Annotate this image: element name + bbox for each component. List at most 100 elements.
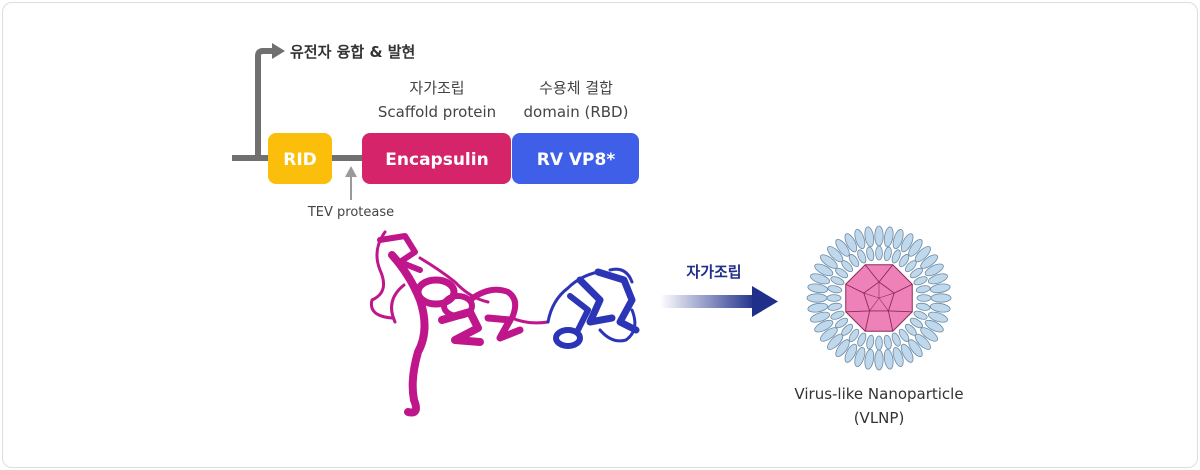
shell-outer-subunit xyxy=(819,327,838,342)
core-facet-edge xyxy=(888,310,913,313)
shell-inner-subunit xyxy=(898,328,910,342)
shell-inner-subunit xyxy=(826,294,842,302)
shell-outer-subunit xyxy=(819,254,838,269)
shell-inner-subunit xyxy=(909,267,923,279)
shell-inner-subunit xyxy=(830,310,845,320)
shell-outer-subunit xyxy=(807,283,829,294)
vp8-structure xyxy=(546,267,640,349)
shell-outer-subunit xyxy=(854,229,866,250)
shell-outer-subunit xyxy=(927,311,948,323)
core-facet-spoke xyxy=(878,292,895,299)
shell-outer-subunit xyxy=(835,339,850,358)
shell-outer-subunit xyxy=(854,346,866,367)
shell-inner-subunit xyxy=(898,254,910,268)
shell-outer-subunit xyxy=(810,273,831,285)
shell-inner-subunit xyxy=(827,302,843,311)
shell-inner-subunit xyxy=(904,260,917,273)
shell-outer-subunit xyxy=(807,302,829,313)
shell-inner-subunit xyxy=(891,249,901,264)
shell-outer-subunit xyxy=(844,233,858,253)
shell-outer-subunit xyxy=(900,233,914,253)
core-facet-spoke xyxy=(863,292,880,299)
shell-inner-subunit xyxy=(883,246,892,262)
protease-label: TEV protease xyxy=(307,205,394,220)
shell-inner-subunit xyxy=(875,335,883,351)
shell-inner-subunit xyxy=(904,323,917,336)
core-facet-edge xyxy=(878,264,894,283)
shell-outer-subunit xyxy=(900,343,914,363)
promoter-arrowhead xyxy=(272,43,285,59)
shell-outer-subunit xyxy=(844,343,858,363)
shell-outer-subunit xyxy=(892,346,904,367)
core-facet-edge xyxy=(845,283,864,294)
particle-label-line2: (VLNP) xyxy=(854,409,905,427)
segment-encapsulin xyxy=(362,133,511,184)
shell-inner-subunit xyxy=(857,249,867,264)
core-facet xyxy=(863,281,895,312)
core-facet-edge xyxy=(864,264,880,283)
shell-outer-subunit xyxy=(814,263,834,277)
shell-outer-subunit xyxy=(924,263,944,277)
assembly-label: 자가조립 xyxy=(686,263,741,281)
scaffold-label-line1: 자가조립 xyxy=(409,79,464,97)
shell-inner-subunit xyxy=(909,317,923,329)
shell-inner-subunit xyxy=(916,294,932,302)
segment-encapsulin-label: Encapsulin xyxy=(385,150,488,170)
shell-outer-subunit xyxy=(920,254,939,269)
shell-inner-subunit xyxy=(841,323,854,336)
shell-inner-subunit xyxy=(830,276,845,286)
shell-inner-subunit xyxy=(835,267,849,279)
shell-outer-subunit xyxy=(908,238,923,257)
shell-outer-subunit xyxy=(835,238,850,257)
shell-inner-subunit xyxy=(915,285,931,294)
shell-inner-subunit xyxy=(857,332,867,347)
shell-outer-subunit xyxy=(929,302,951,313)
shell-outer-subunit xyxy=(929,283,951,294)
shell-inner-subunit xyxy=(848,328,860,342)
scaffold-label-line2: Scaffold protein xyxy=(378,103,496,121)
shell-inner-subunit xyxy=(866,246,875,262)
segment-rv-vp8-label: RV VP8* xyxy=(537,150,616,170)
shell-inner-subunit xyxy=(883,334,892,350)
shell-inner-subunit xyxy=(835,317,849,329)
shell-inner-subunit xyxy=(848,254,860,268)
shell-outer-subunit xyxy=(883,348,894,370)
shell-outer-subunit xyxy=(920,327,939,342)
assembly-arrowhead xyxy=(752,286,778,317)
core-facet-edge xyxy=(845,310,870,313)
segment-rid-label: RID xyxy=(283,150,317,170)
shell-outer-subunit xyxy=(810,311,831,323)
shell-inner-subunit xyxy=(915,302,931,311)
shell-inner-subunit xyxy=(827,285,843,294)
nanoparticle xyxy=(806,225,952,371)
shell-outer-subunit xyxy=(883,226,894,248)
shell-inner-subunit xyxy=(913,310,928,320)
shell-outer-subunit xyxy=(930,293,952,303)
encapsulin-structure xyxy=(369,230,550,417)
shell-outer-subunit xyxy=(864,348,875,370)
shell-inner-subunit xyxy=(841,260,854,273)
shell-outer-subunit xyxy=(927,273,948,285)
shell-outer-subunit xyxy=(874,349,884,371)
assembly-arrow-shaft xyxy=(660,295,756,308)
core-facet-edge xyxy=(894,283,913,294)
core-facet-spoke xyxy=(878,297,889,312)
rbd-label-line1: 수용체 결합 xyxy=(539,79,613,97)
core-facet-edge xyxy=(864,310,871,332)
promoter-arrow xyxy=(255,48,272,158)
shell-inner-subunit xyxy=(866,334,875,350)
shell-outer-subunit xyxy=(924,319,944,333)
segment-rv-vp8 xyxy=(512,133,639,184)
rbd-label-line2: domain (RBD) xyxy=(524,103,629,121)
particle-label-line1: Virus-like Nanoparticle xyxy=(794,385,963,403)
core-facet-spoke xyxy=(869,297,880,312)
shell-outer-subunit xyxy=(806,293,828,303)
shell-inner-subunit xyxy=(891,332,901,347)
shell-outer-subunit xyxy=(892,229,904,250)
shell-outer-subunit xyxy=(874,225,884,247)
segment-rid xyxy=(268,133,332,184)
shell-outer-subunit xyxy=(814,319,834,333)
shell-outer-subunit xyxy=(908,339,923,358)
